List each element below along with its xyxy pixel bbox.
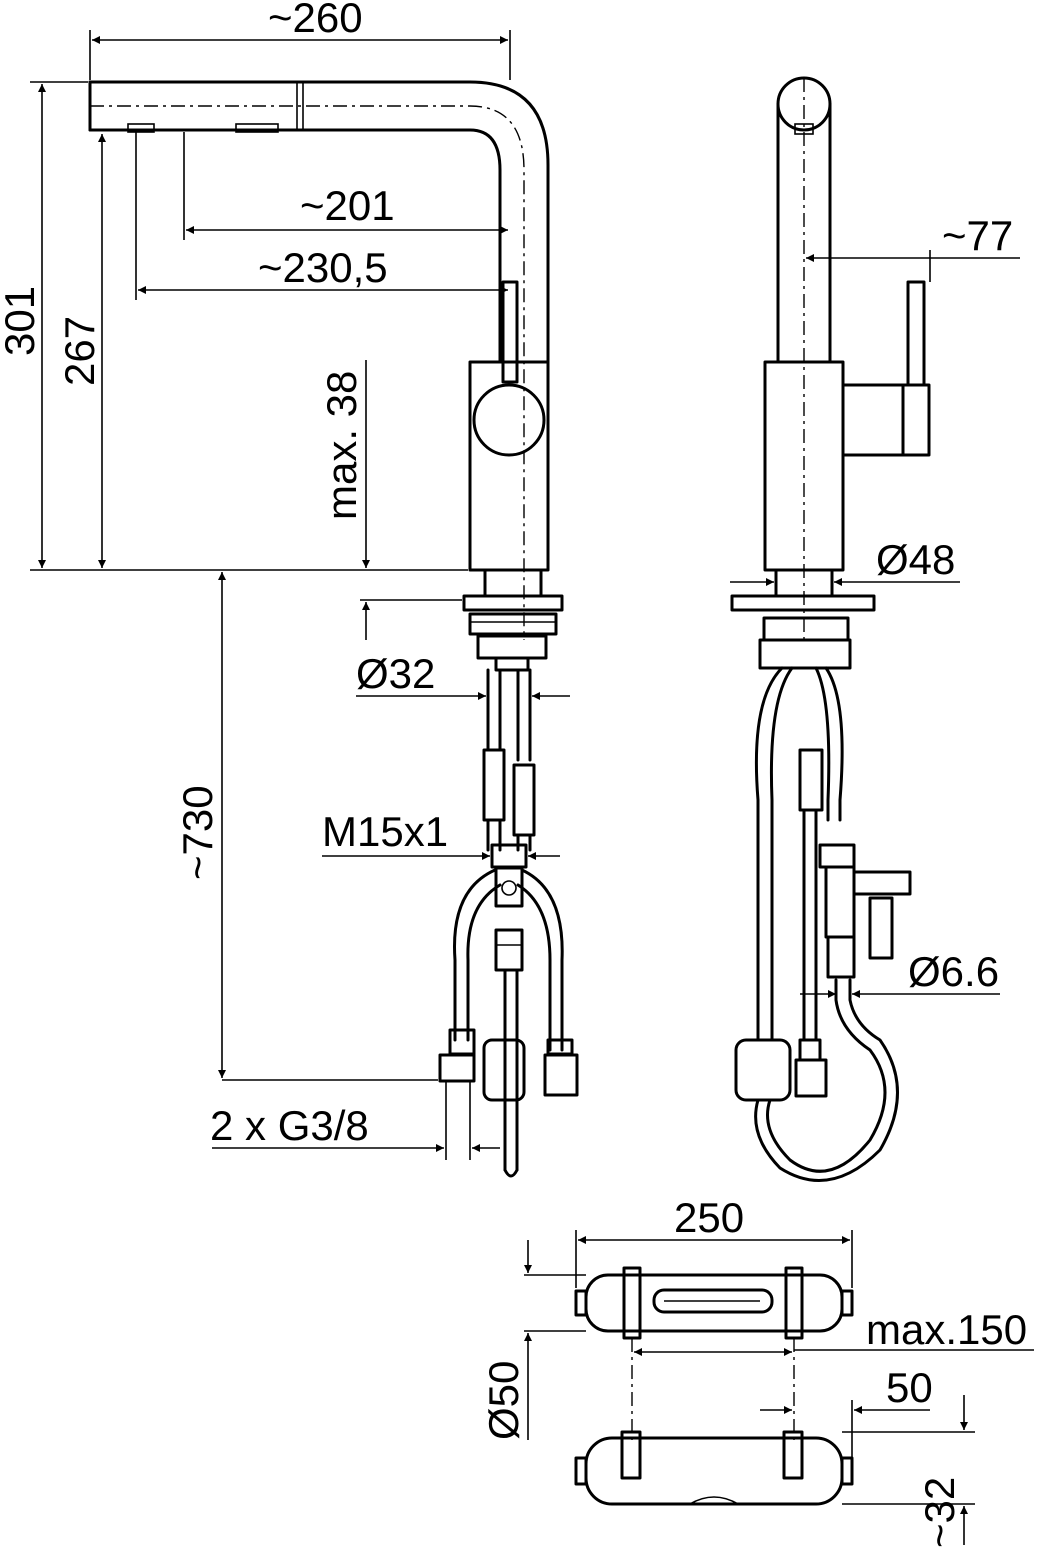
label-spout-reach: ~260 — [268, 0, 363, 41]
label-hose-connections: 2 x G3/8 — [210, 1102, 369, 1149]
side-view-faucet — [730, 76, 931, 1182]
label-cartridge-height: ~32 — [916, 1477, 963, 1548]
label-spout-outlet: ~230,5 — [258, 244, 388, 291]
dimension-lines — [30, 30, 1034, 1545]
label-cartridge-diameter: Ø50 — [480, 1361, 527, 1440]
label-aerator-offset: ~201 — [300, 182, 395, 229]
label-cartridge-length: 250 — [674, 1194, 744, 1241]
label-stud-thread: M15x1 — [322, 808, 448, 855]
label-max-deck-thickness: max. 38 — [318, 371, 365, 520]
label-small-hose-diameter: Ø6.6 — [908, 948, 999, 995]
cartridge-top-view — [574, 1266, 854, 1340]
label-hose-length: ~730 — [174, 785, 221, 880]
label-clip-spacing: max.150 — [866, 1306, 1027, 1353]
label-outlet-height: 267 — [56, 316, 103, 386]
label-lever-offset: ~77 — [942, 212, 1013, 259]
label-mounting-hole: Ø32 — [356, 650, 435, 697]
label-total-height: 301 — [0, 286, 43, 356]
label-base-diameter: Ø48 — [876, 536, 955, 583]
label-clip-offset: 50 — [886, 1364, 933, 1411]
front-view-faucet — [88, 80, 579, 1178]
cartridge-front-view — [574, 1430, 854, 1506]
